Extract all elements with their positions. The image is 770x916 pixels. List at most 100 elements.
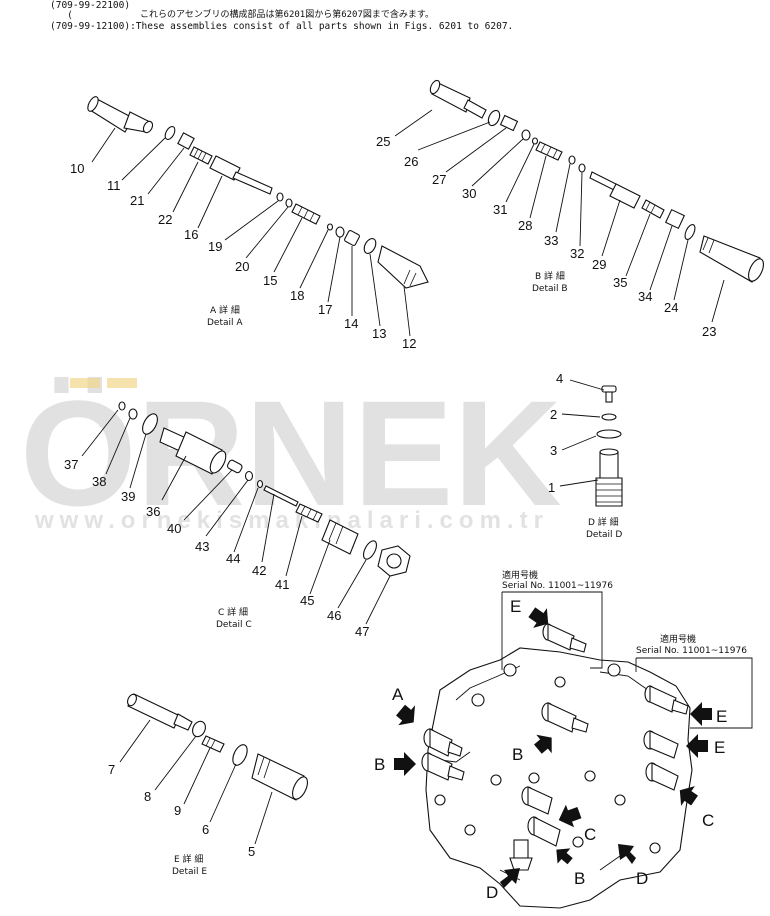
leader-10 bbox=[91, 127, 116, 163]
pointer-letter-c2: C bbox=[584, 825, 596, 844]
callout-19: 19 bbox=[208, 239, 222, 254]
part-26 bbox=[487, 109, 501, 127]
bolt-hole bbox=[554, 676, 566, 688]
arrow-a bbox=[396, 704, 415, 726]
callout-3: 3 bbox=[550, 443, 557, 458]
part-21 bbox=[177, 132, 195, 150]
leader-17 bbox=[327, 236, 341, 303]
callout-27: 27 bbox=[432, 172, 446, 187]
bolt-hole bbox=[614, 794, 626, 806]
pointer-letter-b3: B bbox=[574, 869, 585, 888]
serial-left-jp: 適用号機 bbox=[502, 569, 538, 581]
part-44 bbox=[256, 479, 264, 489]
leader-5 bbox=[254, 791, 273, 845]
callout-39: 39 bbox=[121, 489, 135, 504]
leader-6 bbox=[209, 763, 237, 823]
pointer-letter-e-box1: E bbox=[510, 597, 521, 616]
callout-34: 34 bbox=[638, 289, 652, 304]
detail-d-caption: Detail D bbox=[586, 530, 622, 540]
installed-valve-e-right-1 bbox=[643, 730, 679, 759]
leader-45 bbox=[309, 539, 331, 595]
pointer-letter-c1: C bbox=[702, 811, 714, 830]
part-25 bbox=[429, 79, 487, 119]
part-7 bbox=[127, 693, 193, 731]
leader-22 bbox=[172, 161, 199, 213]
arrow-e-box2 bbox=[690, 702, 712, 726]
bolt-hole bbox=[528, 772, 540, 784]
callout-28: 28 bbox=[518, 218, 532, 233]
leader-8 bbox=[154, 735, 197, 791]
leader-32 bbox=[579, 171, 583, 247]
part-1 bbox=[595, 448, 623, 507]
leader-33 bbox=[555, 163, 571, 233]
part-37 bbox=[118, 401, 126, 411]
part-31 bbox=[531, 137, 539, 145]
pointer-letter-d1: D bbox=[486, 883, 498, 902]
leader-25 bbox=[394, 109, 433, 137]
callout-43: 43 bbox=[195, 539, 209, 554]
leader-2 bbox=[561, 413, 601, 418]
leader-23 bbox=[711, 279, 725, 323]
callout-18: 18 bbox=[290, 288, 304, 303]
part-36 bbox=[159, 427, 227, 475]
detail-e-caption-jp: E 詳 細 bbox=[174, 853, 203, 865]
detail-b: 25 26 27 30 31 28 33 32 29 35 34 24 23 B… bbox=[376, 79, 764, 339]
bolt-hole bbox=[607, 663, 621, 677]
installed-valve-a bbox=[423, 728, 463, 757]
leader-13 bbox=[369, 253, 381, 327]
installed-valve-e-top bbox=[541, 702, 589, 733]
callout-2: 2 bbox=[550, 407, 557, 422]
part-17 bbox=[335, 226, 345, 238]
bolt-hole bbox=[434, 794, 446, 806]
leader-21 bbox=[147, 147, 185, 195]
bolt-hole bbox=[503, 663, 517, 677]
leader-28 bbox=[529, 155, 547, 219]
part-38 bbox=[128, 408, 138, 420]
serial-right-jp: 適用号機 bbox=[660, 633, 696, 645]
leader-4 bbox=[569, 379, 605, 391]
bolt-hole bbox=[572, 836, 584, 848]
callout-1: 1 bbox=[548, 480, 555, 495]
leader-12 bbox=[403, 285, 411, 337]
part-23 bbox=[699, 235, 764, 283]
callout-32: 32 bbox=[570, 246, 584, 261]
arrow-e-side bbox=[686, 734, 708, 758]
part-13 bbox=[363, 238, 377, 254]
part-46 bbox=[363, 540, 377, 560]
header-paren: ( bbox=[50, 10, 73, 21]
serial-right-valve bbox=[644, 685, 689, 715]
callout-15: 15 bbox=[263, 273, 277, 288]
part-5 bbox=[251, 753, 308, 801]
serial-left-valve bbox=[542, 623, 587, 653]
part-2 bbox=[601, 413, 617, 421]
leader-11 bbox=[121, 137, 166, 181]
callout-11: 11 bbox=[107, 178, 121, 193]
callout-46: 46 bbox=[327, 608, 341, 623]
part-18 bbox=[326, 223, 334, 231]
part-4 bbox=[601, 385, 617, 403]
arrow-d2 bbox=[618, 844, 636, 864]
arrow-b1 bbox=[394, 752, 416, 776]
leader-15 bbox=[273, 217, 303, 273]
arrow-c2 bbox=[558, 804, 582, 828]
callout-44: 44 bbox=[226, 551, 240, 566]
arrow-e-box1 bbox=[528, 607, 549, 628]
part-8 bbox=[192, 720, 206, 738]
leader-30 bbox=[471, 138, 524, 187]
detail-c: 37 38 39 36 40 43 44 42 41 45 46 47 C 詳 … bbox=[64, 401, 411, 639]
leader-35 bbox=[625, 213, 651, 277]
part-34 bbox=[664, 208, 686, 230]
part-3 bbox=[596, 429, 622, 439]
watermark: ÖRNEK www.ornekismakinalari.com.tr bbox=[20, 369, 562, 537]
leader-38 bbox=[105, 417, 131, 475]
callout-10: 10 bbox=[70, 161, 84, 176]
callout-20: 20 bbox=[235, 259, 249, 274]
leader-24 bbox=[673, 239, 689, 301]
part-35 bbox=[641, 199, 665, 219]
pointer-letter-b2: B bbox=[512, 745, 523, 764]
callout-22: 22 bbox=[158, 212, 172, 227]
callout-17: 17 bbox=[318, 302, 332, 317]
bolt-hole bbox=[490, 774, 502, 786]
callout-25: 25 bbox=[376, 134, 390, 149]
callout-31: 31 bbox=[493, 202, 507, 217]
